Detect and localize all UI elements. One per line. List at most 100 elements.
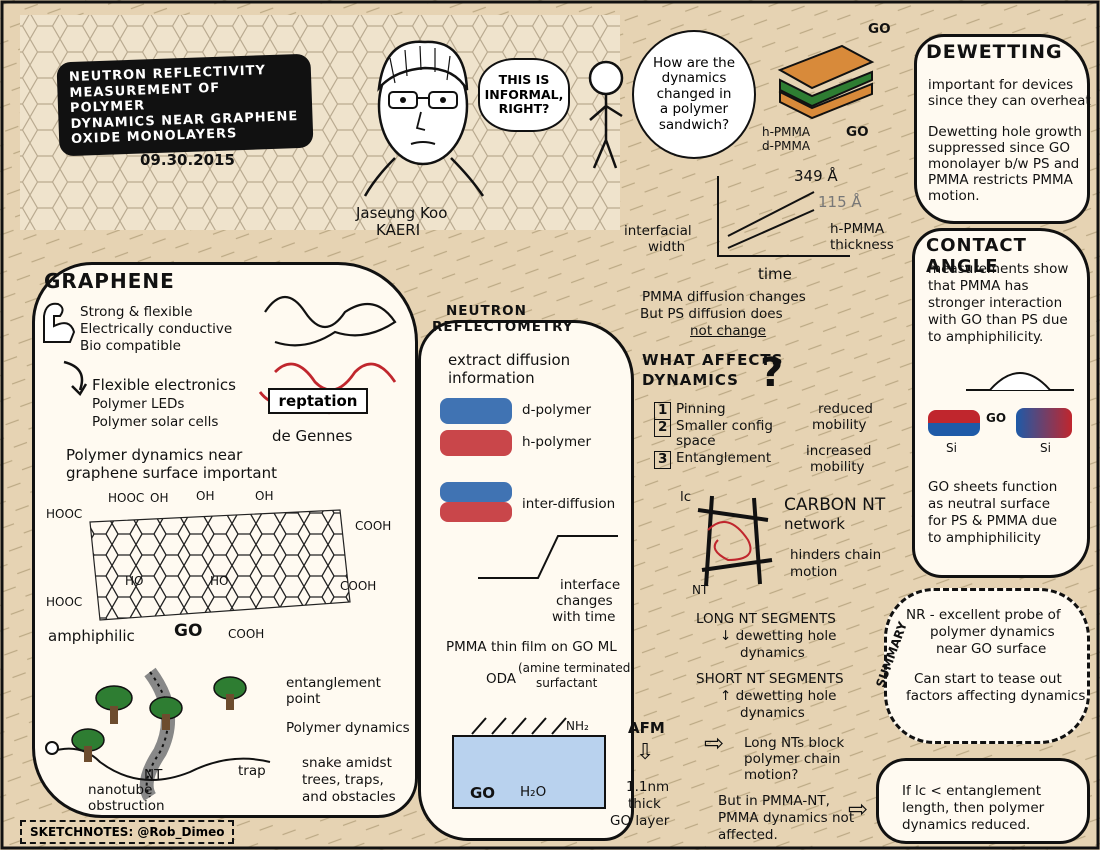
dewetting-heading: DEWETTING — [926, 41, 1063, 63]
trap-label: trap — [238, 763, 266, 779]
contact-text-1: measurements show — [928, 261, 1069, 277]
dewetting-growth-1: Dewetting hole growth — [928, 124, 1082, 140]
title-date: 09.30.2015 — [140, 151, 235, 169]
carbon-hinders-2: motion — [790, 564, 838, 580]
neutron-extract-2: information — [448, 369, 535, 387]
dewetting-growth-5: motion. — [928, 188, 980, 204]
inter-diffusion-blue-swatch — [440, 482, 512, 502]
affects-heading-2: DYNAMICS — [642, 371, 739, 389]
group-label-7: HOOC — [46, 595, 83, 609]
neutron-heading-2: REFLECTOMETRY — [432, 319, 574, 335]
speaker-portrait — [363, 40, 485, 197]
question-bubble: How are the dynamics changed in a polyme… — [632, 30, 756, 159]
title-box: NEUTRON REFLECTIVITY MEASUREMENT OF POLY… — [56, 53, 314, 157]
graphene-prop-3: Bio compatible — [80, 338, 181, 354]
go-layer-2: thick — [628, 796, 661, 812]
group-label-5: COOH — [355, 519, 392, 533]
d-polymer-label: d-polymer — [522, 402, 592, 418]
dewetting-growth-3: monolayer b/w PS and — [928, 156, 1080, 172]
affects-item-3: Entanglement — [676, 450, 772, 466]
polymer-dynamics-label: Polymer dynamics — [286, 720, 410, 736]
sandwich-h-pmma: h-PMMA — [762, 125, 811, 139]
right-arrow-icon-2: ⇨ — [848, 795, 869, 823]
affects-heading-1: WHAT AFFECTS — [642, 351, 784, 369]
polymer-sandwich — [777, 44, 875, 120]
d-polymer-swatch — [440, 398, 512, 424]
graphene-app-2: Polymer LEDs — [92, 396, 185, 412]
dewetting-important-2: since they can overheat — [928, 93, 1091, 109]
reduced-mobility-1: reduced — [818, 401, 873, 417]
summary-cloud — [884, 588, 1090, 744]
dewetting-growth-2: suppressed since GO — [928, 140, 1070, 156]
graph-ylabel-2: width — [648, 239, 686, 255]
entanglement-label-1: entanglement — [286, 675, 381, 691]
dewetting-growth-4: PMMA restricts PMMA — [928, 172, 1073, 188]
summary-nr-1: NR - excellent probe of — [906, 607, 1061, 623]
inter-diffusion-red-swatch — [440, 502, 512, 522]
group-label-3: OH — [150, 491, 169, 505]
interface-step-graph — [478, 535, 618, 579]
group-label-6: OH — [255, 489, 274, 503]
summary-nr-2: polymer dynamics — [930, 624, 1055, 640]
carbon-block-2: polymer chain — [744, 751, 841, 767]
affects-num-3: 3 — [654, 451, 672, 469]
affects-item-2: Smaller config — [676, 418, 773, 434]
droplet-drawing — [966, 372, 1074, 391]
carbon-short-1: SHORT NT SEGMENTS — [696, 671, 844, 687]
oda-label: ODA — [486, 671, 517, 687]
question-line-3: changed in — [656, 85, 732, 102]
carbon-long-3: dynamics — [740, 645, 805, 661]
graph-ylabel-1: interfacial — [624, 223, 692, 239]
sketchnotes-credit: SKETCHNOTES: @Rob_Dimeo — [20, 820, 235, 844]
graphene-dynamics-note-2: graphene surface important — [66, 464, 277, 482]
snake-trees-drawing — [45, 667, 271, 801]
increased-mobility-1: increased — [806, 443, 872, 459]
final-note-panel — [876, 758, 1090, 844]
group-label-11: COOH — [228, 627, 265, 641]
sandwich-go-bottom: GO — [846, 124, 869, 140]
question-line-5: sandwich? — [658, 116, 730, 133]
summary-tease-2: factors affecting dynamics — [906, 688, 1086, 704]
h-polymer-label: h-polymer — [522, 434, 592, 450]
contact-sheets-4: to amphiphilicity — [928, 530, 1041, 546]
affects-item-2b: space — [676, 433, 716, 449]
carbon-heading-2: network — [784, 515, 845, 533]
graphene-oxide-structure — [89, 509, 351, 621]
carbon-lc-label: lᴄ — [680, 489, 692, 505]
oda-desc-2: surfactant — [536, 676, 598, 690]
nt-label-1: NT — [144, 767, 163, 783]
final-text-3: dynamics reduced. — [902, 817, 1031, 833]
snake-text-2: trees, traps, — [302, 772, 384, 788]
neutron-extract-1: extract diffusion — [448, 351, 571, 369]
thin-film-label: PMMA thin film on GO ML — [446, 639, 617, 655]
contact-text-4: with GO than PS due — [928, 312, 1068, 328]
affects-num-1: 1 — [654, 402, 672, 420]
contact-heading: CONTACT ANGLE — [926, 235, 1027, 277]
group-label-1: HOOC — [46, 507, 83, 521]
speaker-affiliation: KAERI — [376, 221, 421, 239]
carbon-hinders-1: hinders chain — [790, 547, 882, 563]
contact-si-2: Si — [1040, 441, 1051, 455]
graphene-prop-1: Strong & flexible — [80, 304, 193, 320]
carbon-long-2: ↓ dewetting hole — [720, 628, 837, 644]
neutron-heading-1: NEUTRON — [446, 303, 527, 319]
reduced-mobility-2: mobility — [812, 417, 867, 433]
carbon-block-1: Long NTs block — [744, 735, 845, 751]
question-line-2: dynamics — [661, 70, 727, 87]
stick-figure — [588, 60, 624, 169]
nh2-label: NH₂ — [566, 719, 589, 733]
graphene-heading: GRAPHENE — [44, 269, 175, 293]
graph-thickness-1: h-PMMA — [830, 221, 885, 237]
graphene-dynamics-note-1: Polymer dynamics near — [66, 446, 243, 464]
snake-text-3: and obstacles — [302, 789, 396, 805]
group-label-2: HOOC — [108, 491, 145, 505]
contact-sheets-2: as neutral surface — [928, 496, 1051, 512]
ps-pmma-right-swatch — [1016, 408, 1072, 438]
water-layer — [452, 735, 606, 809]
group-label-10: COOH — [340, 579, 377, 593]
graph-xlabel: time — [758, 265, 792, 283]
contact-text-2: that PMMA has — [928, 278, 1029, 294]
carbon-heading-1: CARBON NT — [784, 495, 886, 515]
contact-sheets-3: for PS & PMMA due — [928, 513, 1058, 529]
